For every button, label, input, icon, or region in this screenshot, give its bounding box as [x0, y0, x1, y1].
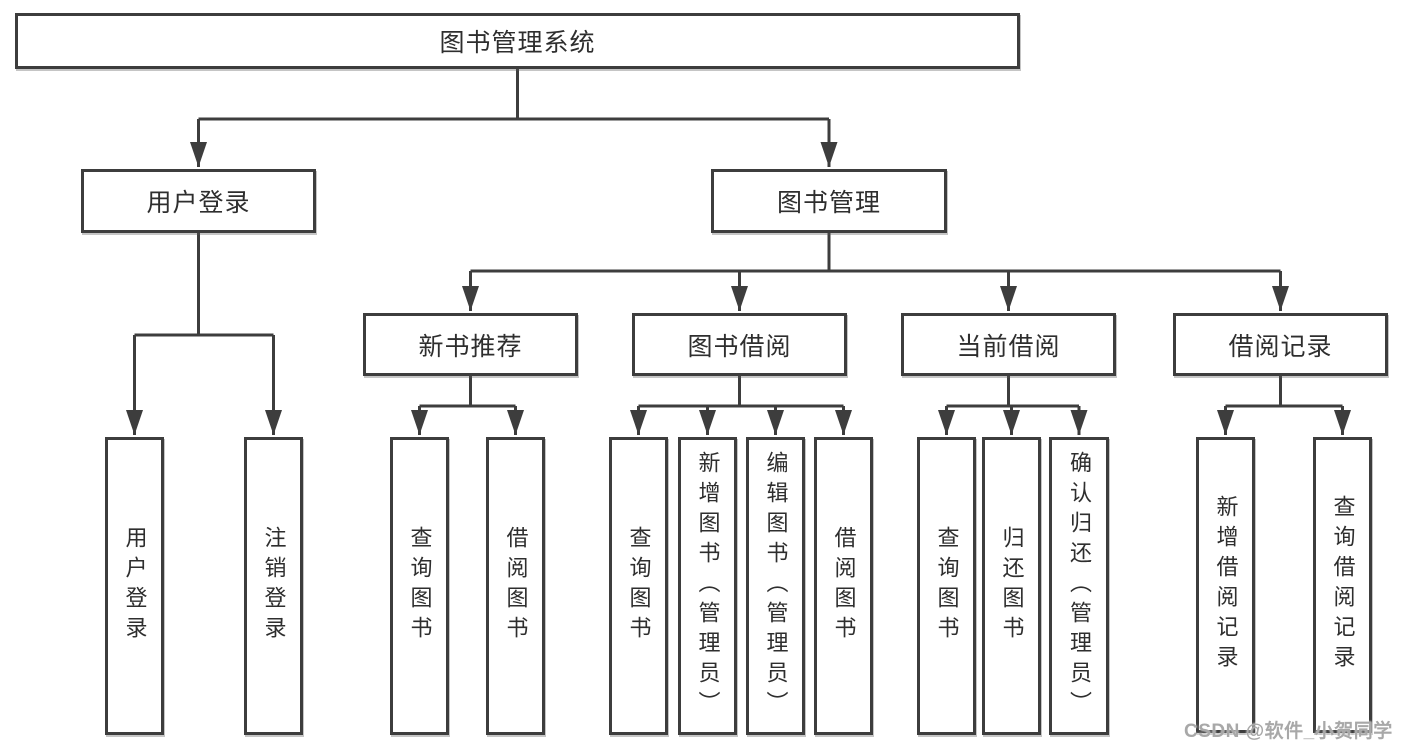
- leaf-user-login: 用户登录: [105, 437, 164, 735]
- leaf-query-books: 查询图书: [609, 437, 668, 735]
- node-book-borrow: 图书借阅: [632, 313, 847, 376]
- node-new-book-recommend: 新书推荐: [363, 313, 578, 376]
- leaf-query-books: 查询图书: [917, 437, 976, 735]
- node-library-management-system: 图书管理系统: [15, 13, 1020, 69]
- leaf-borrow-books: 借阅图书: [486, 437, 545, 735]
- node-current-borrow: 当前借阅: [901, 313, 1116, 376]
- leaf-query-books: 查询图书: [390, 437, 449, 735]
- leaf-logout: 注销登录: [244, 437, 303, 735]
- node-book-management: 图书管理: [711, 169, 947, 233]
- connector-root-split: [134, 67, 1343, 408]
- leaf-add-books-admin: 新增图书（管理员）: [678, 437, 737, 735]
- leaf-add-borrow-record: 新增借阅记录: [1196, 437, 1255, 733]
- node-borrow-records: 借阅记录: [1173, 313, 1388, 376]
- leaf-return-books: 归还图书: [982, 437, 1041, 735]
- node-user-login: 用户登录: [81, 169, 316, 233]
- leaf-edit-books-admin: 编辑图书（管理员）: [746, 437, 805, 735]
- leaf-borrow-books: 借阅图书: [814, 437, 873, 735]
- watermark: CSDN @软件_小贺同学: [1184, 721, 1393, 742]
- leaf-query-borrow-record: 查询借阅记录: [1313, 437, 1372, 733]
- leaf-confirm-return-admin: 确认归还（管理员）: [1049, 437, 1109, 735]
